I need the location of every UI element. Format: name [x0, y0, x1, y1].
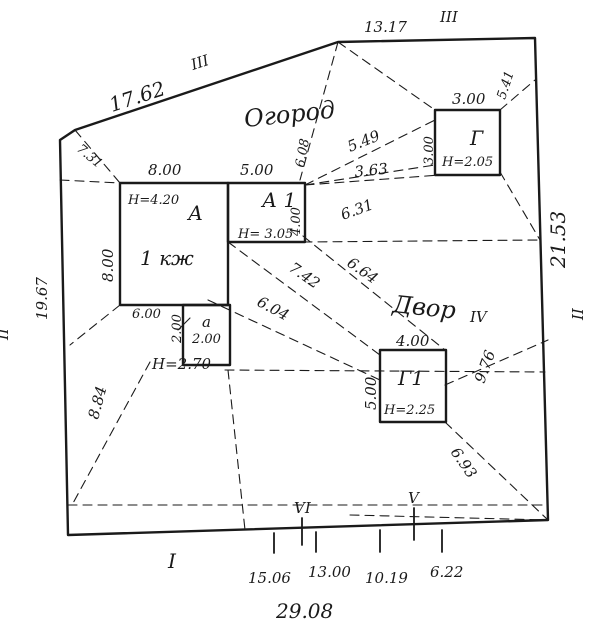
dist-a-to-g1: 6.04 [254, 293, 292, 325]
boundary-top-right-roman: III [439, 8, 459, 26]
building-a-porch [181, 303, 232, 367]
boundary-top-right: 13.17 [364, 18, 407, 36]
boundary-left: 19.67 [33, 277, 51, 320]
building-a-porch-depth: 2.00 [170, 314, 185, 344]
dist-a1-to-g1-2: 6.64 [344, 254, 382, 288]
building-a-porch-height: Н=2.70 [151, 355, 212, 373]
building-g-depth: 3.00 [422, 136, 437, 165]
boundary-right-mark: II [569, 307, 587, 321]
dist-corner-offset: 7.31 [73, 142, 105, 172]
building-g1 [378, 348, 448, 424]
building-a-label: А [186, 201, 203, 225]
dist-a1-to-g1-1: 7.42 [286, 259, 324, 293]
building-a-front: 6.00 [132, 307, 161, 322]
bottom-segment-4: 6.22 [430, 563, 463, 581]
zone-yard-roman: IV [469, 308, 489, 326]
boundary-top-left: 17.62 [106, 76, 168, 117]
building-a-porch-label: а [202, 313, 211, 331]
boundary-left-mark: II [0, 327, 12, 341]
zone-garden-label: Огород [243, 96, 337, 133]
dist-g1-to-right: 9.76 [471, 347, 499, 385]
dist-g1-to-corner: 6.93 [447, 444, 481, 482]
building-a1-label: А 1 [260, 188, 296, 212]
building-g-label: Г [469, 126, 484, 150]
bottom-segment-2: 13.00 [308, 563, 351, 581]
building-g-width: 3.00 [452, 90, 486, 108]
boundary-right: 21.53 [546, 211, 570, 269]
building-a-porch-width: 2.00 [191, 332, 221, 347]
dist-porch-to-left: 8.84 [84, 384, 110, 421]
building-g-height: Н=2.05 [441, 155, 493, 170]
boundary-bottom-roman: I [167, 549, 177, 573]
building-a1 [226, 181, 307, 244]
building-a-width: 8.00 [148, 161, 182, 179]
zone-yard-label: Двор [390, 290, 457, 325]
building-a1-height: Н= 3.05 [237, 227, 293, 242]
bottom-marker-vi: VI [294, 499, 312, 517]
building-a1-width: 5.00 [240, 161, 274, 179]
bottom-segment-3: 10.19 [365, 569, 408, 587]
building-a [118, 181, 230, 307]
dist-a1-to-g-2: 3.63 [354, 160, 389, 181]
building-a-depth: 8.00 [99, 248, 117, 282]
building-g1-depth: 5.00 [362, 376, 380, 410]
boundary-corner-right: 5.41 [495, 69, 518, 101]
bottom-ticks [273, 507, 443, 554]
bottom-segment-1: 15.06 [248, 569, 291, 587]
building-g1-width: 4.00 [395, 332, 430, 350]
building-g1-label: Г1 [397, 366, 424, 390]
boundary-bottom-total: 29.08 [275, 599, 333, 623]
building-g [433, 108, 502, 177]
porch-tick [177, 317, 191, 331]
dashed-lines [59, 41, 549, 531]
building-a1-depth: 4.00 [289, 207, 304, 237]
boundary-top-left-roman: III [188, 51, 212, 74]
bottom-marker-v: V [408, 489, 421, 507]
dist-a1-to-g-1: 5.49 [345, 126, 383, 155]
building-a-height: Н=4.20 [127, 193, 179, 208]
dist-a1-to-top: 6.08 [293, 138, 313, 169]
building-g1-height: Н=2.25 [383, 403, 435, 418]
dist-a1-to-g-3: 6.31 [338, 195, 376, 223]
building-a-usage: 1 кж [140, 246, 194, 270]
